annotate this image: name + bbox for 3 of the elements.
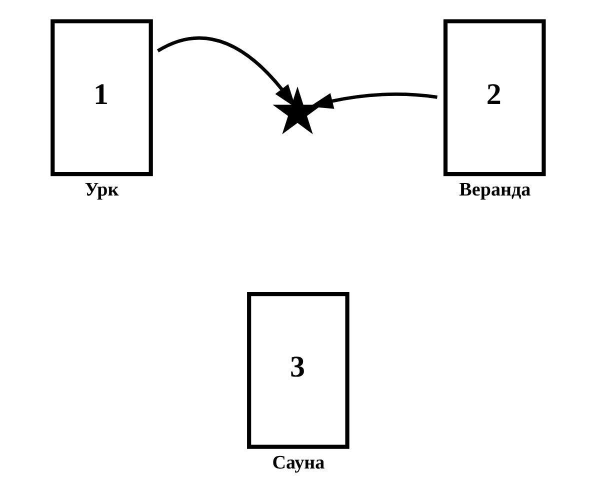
node-label: Веранда [459,179,531,200]
node-label: Урк [84,179,119,200]
node-label: Сауна [272,452,325,474]
